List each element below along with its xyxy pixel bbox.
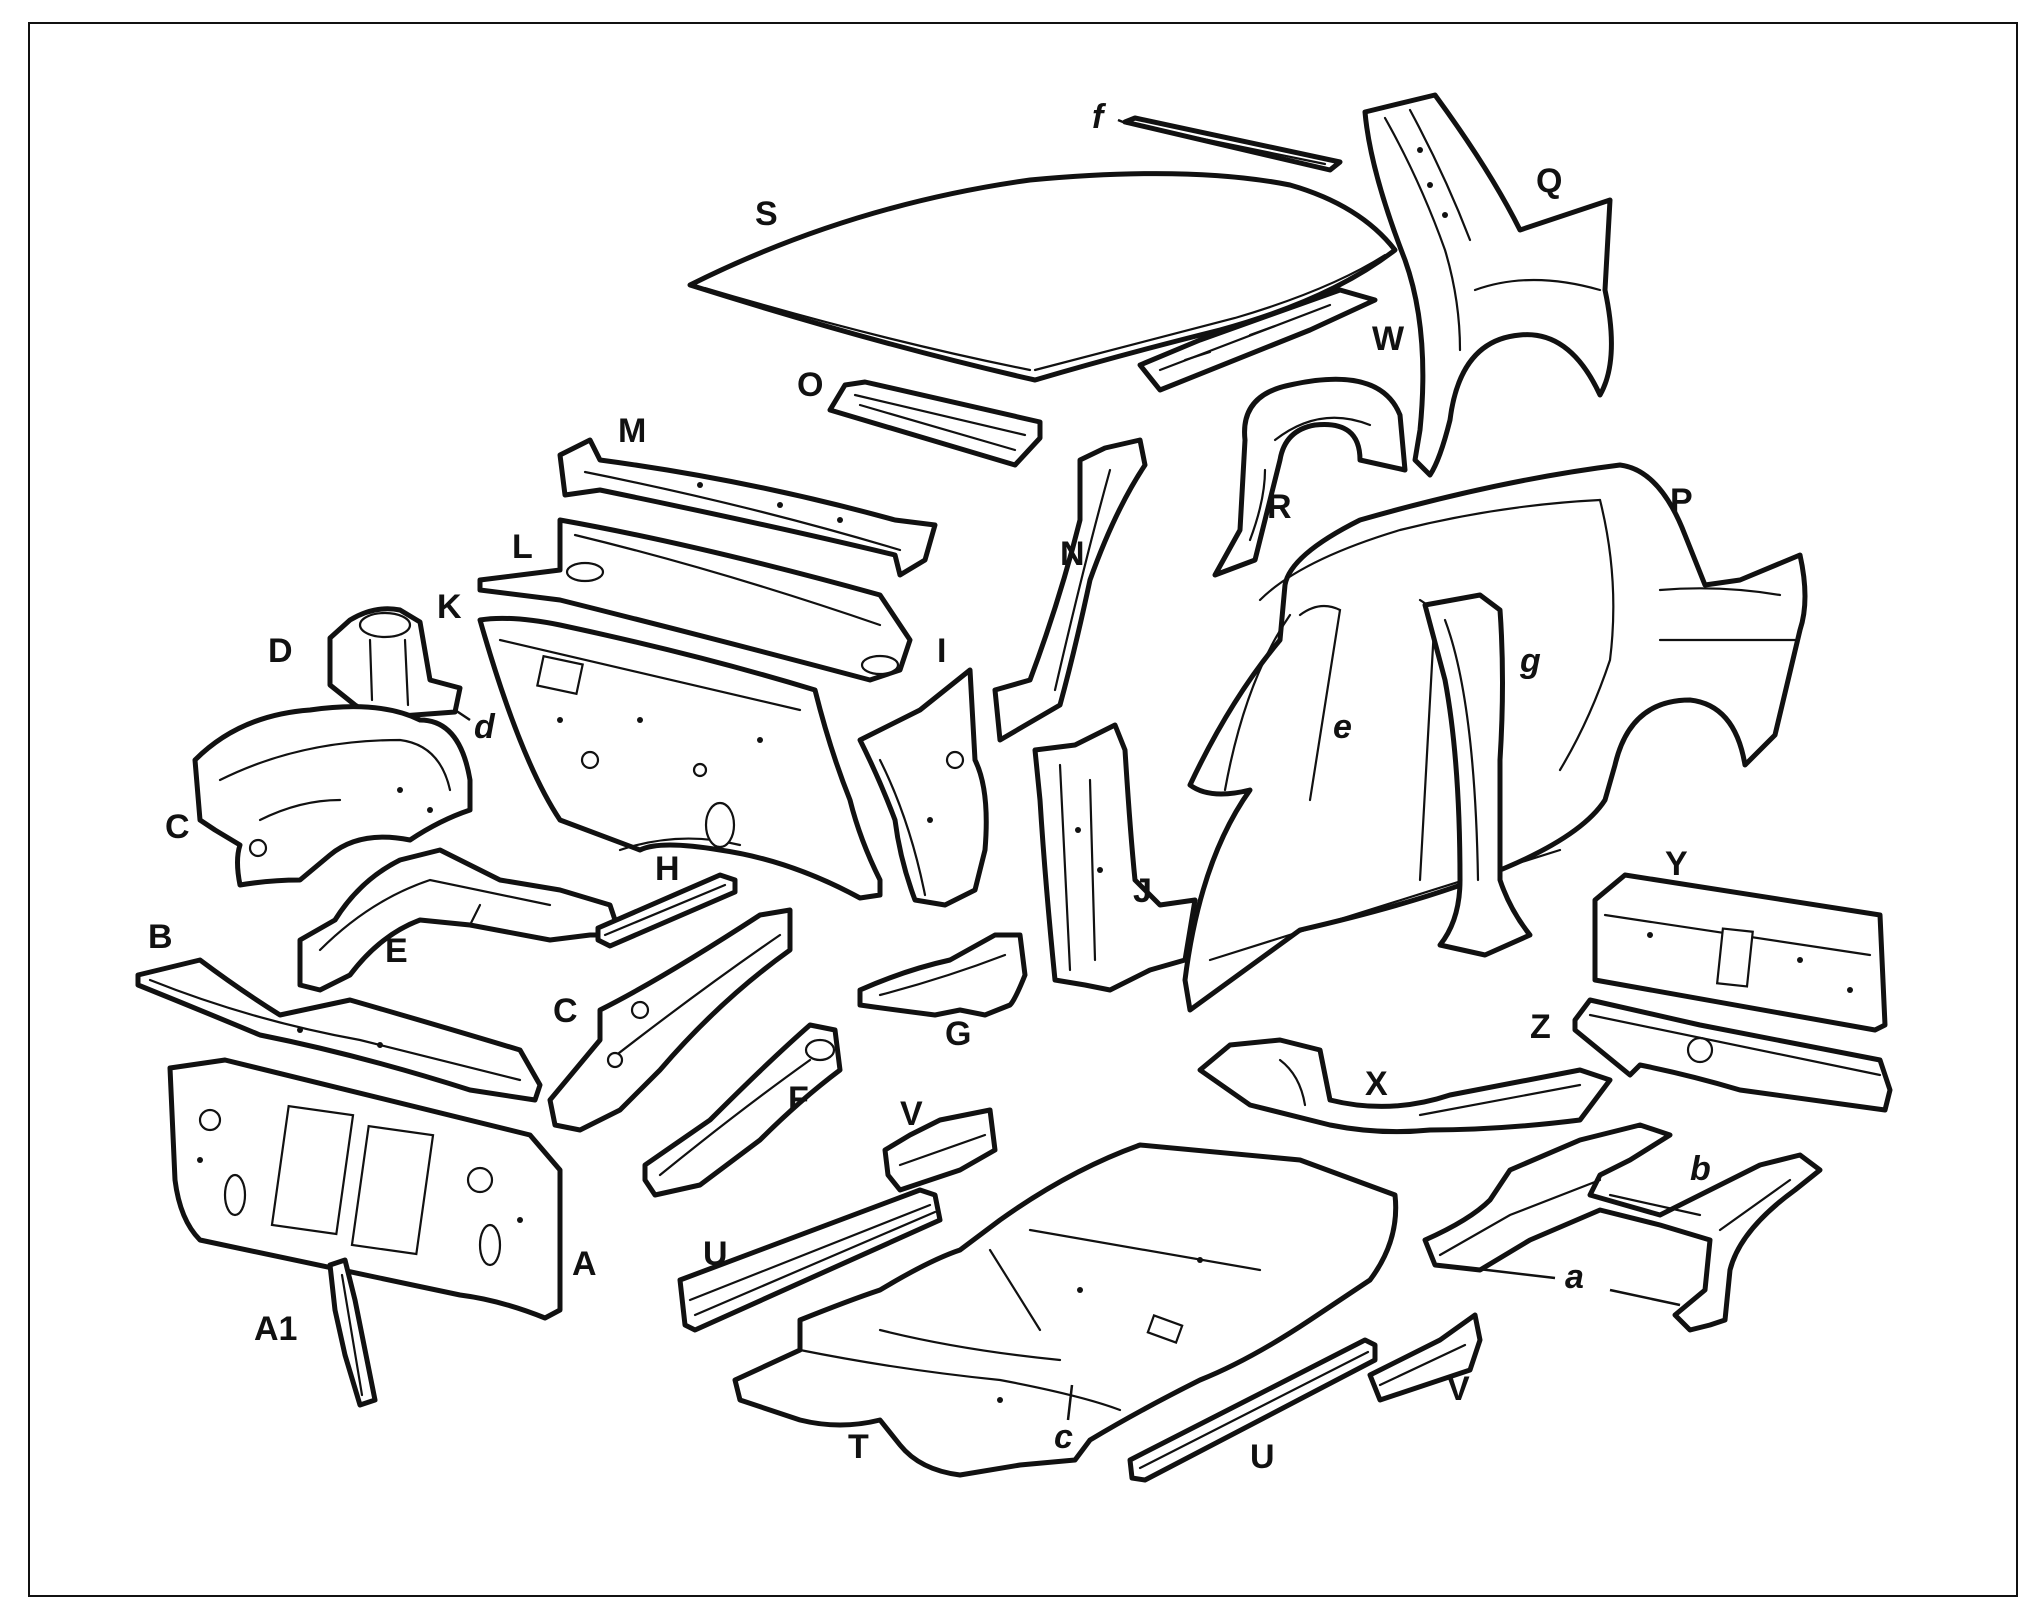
part-rear-quarter-panel [1362,92,1614,478]
diagram-frame [28,22,2018,1597]
label-V-lower: V [1447,1370,1470,1408]
part-rear-subframe [1422,1122,1823,1333]
part-radiator-support [167,1057,563,1321]
label-J: J [1133,872,1152,910]
part-front-pillar [1032,722,1198,993]
part-rocker-panel-right [1127,1337,1378,1483]
label-A: A [572,1245,597,1283]
label-c: c [1054,1418,1073,1456]
label-H: H [655,850,680,888]
label-I: I [937,632,946,670]
part-cowl-side [857,667,989,908]
part-rear-floor [1197,1037,1613,1135]
part-b-pillar [1422,592,1533,958]
label-P: P [1670,482,1693,520]
part-labels: A A1 B C C D d E F G H I J K L M N O P Q… [148,98,1711,1476]
leader-lines [454,118,1681,1421]
label-O: O [797,366,823,404]
label-X: X [1365,1065,1388,1103]
part-rear-roof-bow [1137,287,1378,393]
label-K: K [437,588,462,626]
label-R: R [1267,488,1292,526]
label-C-upper: C [165,808,190,846]
part-front-roof-bow [827,379,1043,468]
label-d: d [474,708,496,746]
label-V-upper: V [900,1095,923,1133]
part-roof-panel [687,171,1398,383]
label-Q: Q [1536,162,1562,200]
part-front-frame-rail [547,907,793,1133]
part-rocker-panel-left [677,1187,943,1333]
part-bracket [327,1257,378,1408]
part-small-rail [595,872,738,949]
label-Y: Y [1665,845,1688,883]
part-rear-end-panel [1592,872,1888,1033]
label-C-lower: C [553,992,578,1030]
label-D: D [268,632,293,670]
label-U-lower: U [1250,1438,1275,1476]
part-floor-pan [732,1142,1399,1478]
label-b: b [1690,1150,1711,1188]
label-S: S [755,195,778,233]
part-rocker-end-rear [1367,1312,1483,1403]
part-dash-plenum [477,517,913,683]
label-g: g [1519,642,1541,680]
label-N: N [1060,535,1085,573]
label-G: G [945,1015,971,1053]
label-B: B [148,918,173,956]
label-Z: Z [1530,1008,1551,1046]
part-rear-wheel-arch [1212,376,1408,578]
label-e: e [1333,708,1352,746]
label-f: f [1092,98,1107,136]
part-floor-bracket [857,932,1028,1018]
label-A1: A1 [254,1310,297,1348]
part-front-inner-fender [192,704,473,888]
part-a-pillar [992,437,1148,743]
label-T: T [848,1428,869,1466]
label-F: F [788,1080,809,1118]
part-front-side-member [297,847,623,993]
part-floor-rail [642,1022,843,1198]
label-E: E [385,932,408,970]
label-L: L [512,528,533,566]
part-front-crossmember [135,957,543,1103]
label-U-upper: U [703,1235,728,1273]
label-a: a [1565,1258,1584,1296]
label-M: M [618,412,646,450]
part-firewall [477,615,883,901]
part-cowl-top [557,437,938,578]
part-rocker-end-front [882,1107,998,1193]
part-rear-crossmember [1572,997,1893,1113]
label-W: W [1372,320,1405,358]
part-roof-strip [1122,115,1343,173]
